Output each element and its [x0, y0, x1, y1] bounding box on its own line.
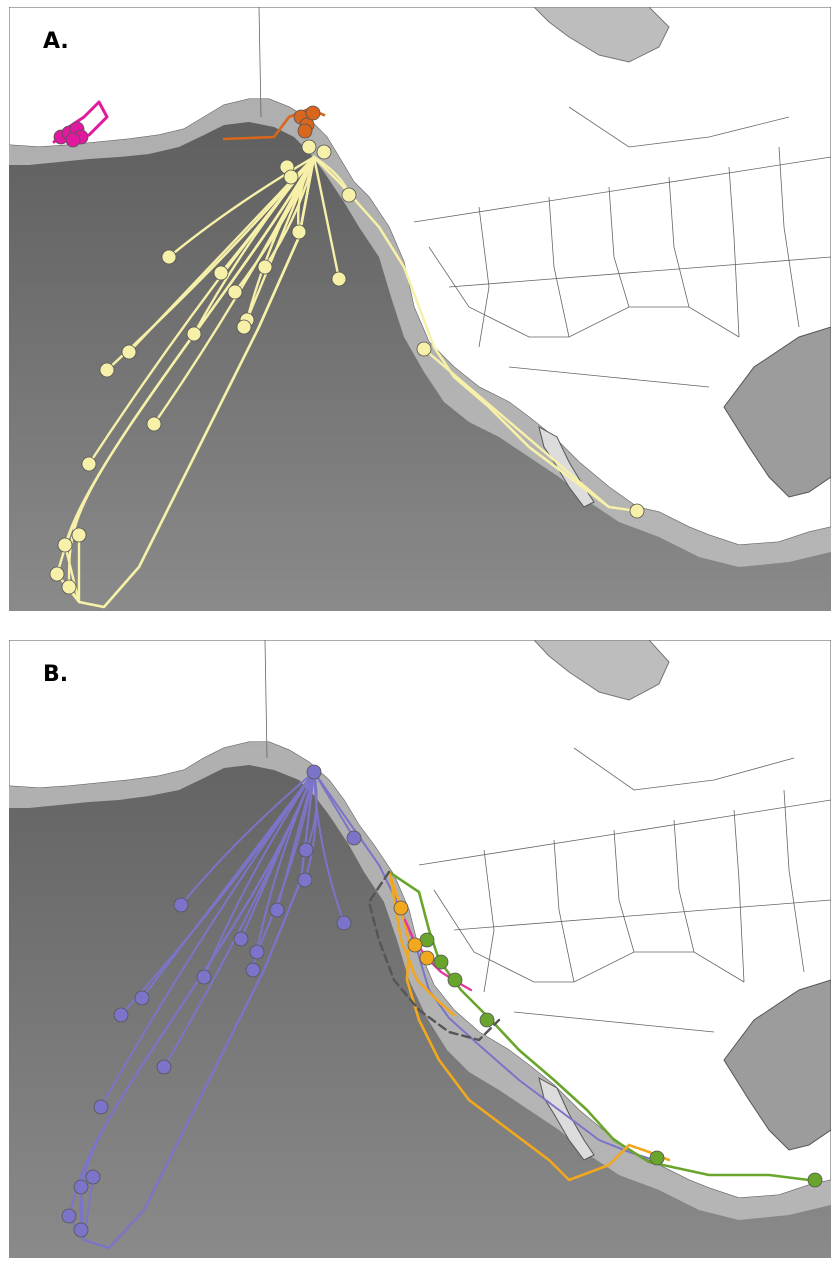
track-endpoint [298, 842, 314, 858]
track-endpoint [447, 972, 463, 988]
track-endpoint [257, 259, 273, 275]
track-line [313, 771, 345, 924]
map-panel-a: A. [9, 7, 831, 611]
track-endpoint [186, 326, 202, 342]
track-line [167, 155, 316, 259]
track-endpoint [407, 937, 423, 953]
track-endpoint [283, 169, 299, 185]
track-endpoint [71, 527, 87, 543]
track-endpoint [173, 897, 189, 913]
track-line [245, 155, 316, 322]
track-line [100, 771, 315, 1108]
track-endpoint [316, 144, 332, 160]
track-endpoint [236, 319, 252, 335]
track-endpoint [245, 962, 261, 978]
track-endpoint [331, 271, 347, 287]
track-endpoint [249, 944, 265, 960]
track-endpoint [301, 139, 317, 155]
track-line [367, 870, 501, 1042]
track-line [180, 771, 315, 906]
track-endpoint [416, 341, 432, 357]
track-endpoint [269, 902, 285, 918]
track-endpoint [297, 123, 313, 139]
track-endpoint [629, 503, 645, 519]
track-endpoint [419, 950, 435, 966]
track-endpoint [213, 265, 229, 281]
track-endpoint [65, 132, 81, 148]
map-panel-b: B. [9, 640, 831, 1258]
track-line [312, 155, 639, 513]
track-endpoint [649, 1150, 665, 1166]
track-line [256, 771, 315, 953]
track-endpoint [306, 764, 322, 780]
track-endpoint [73, 1222, 89, 1238]
track-endpoint [346, 830, 362, 846]
track-endpoint [156, 1059, 172, 1075]
track-line [263, 155, 316, 269]
track-line [105, 155, 316, 372]
continental-shelf [9, 742, 831, 1220]
track-endpoint [336, 915, 352, 931]
baja-california [538, 1077, 595, 1161]
track-endpoint [57, 537, 73, 553]
panel-a-label: A. [43, 29, 69, 54]
track-endpoint [99, 362, 115, 378]
track-endpoint [121, 344, 137, 360]
track-endpoint [227, 284, 243, 300]
hudson-bay [533, 640, 670, 701]
track-endpoint [61, 579, 77, 595]
track-line [67, 155, 316, 609]
track-endpoint [233, 931, 249, 947]
track-endpoint [341, 187, 357, 203]
track-endpoint [61, 1208, 77, 1224]
track-endpoint [93, 1099, 109, 1115]
track-line [203, 771, 315, 978]
gulf-of-mexico [723, 326, 831, 498]
track-endpoint [433, 954, 449, 970]
map-a [9, 7, 831, 611]
track-endpoint [81, 456, 97, 472]
track-endpoint [161, 249, 177, 265]
track-line [141, 771, 315, 999]
continental-shelf [9, 99, 831, 567]
political-borders [258, 7, 831, 388]
panel-b-label: B. [43, 662, 69, 687]
track-endpoint [146, 416, 162, 432]
track-endpoint [393, 900, 409, 916]
track-endpoint [196, 969, 212, 985]
political-borders [264, 640, 831, 1033]
track-endpoint [85, 1169, 101, 1185]
gulf-of-mexico [723, 979, 831, 1151]
track-line [312, 155, 341, 281]
map-b [9, 640, 831, 1258]
track-line [313, 771, 655, 1161]
track-endpoint [479, 1012, 495, 1028]
track-endpoint [807, 1172, 823, 1188]
track-line [219, 155, 316, 275]
points-a [49, 105, 645, 595]
track-line [389, 878, 456, 1017]
track-endpoint [297, 872, 313, 888]
track-endpoint [49, 566, 65, 582]
hudson-bay [533, 7, 670, 63]
track-endpoint [305, 105, 321, 121]
track-line [276, 771, 315, 911]
track-endpoint [73, 1179, 89, 1195]
points-b [61, 764, 823, 1238]
track-endpoint [113, 1007, 129, 1023]
track-endpoint [134, 990, 150, 1006]
track-endpoint [291, 224, 307, 240]
